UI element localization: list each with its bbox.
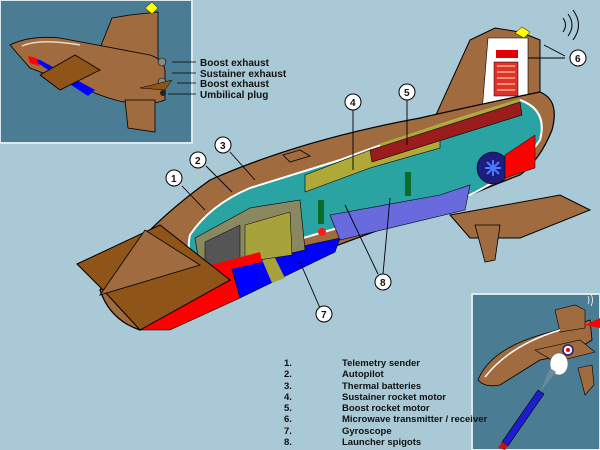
legend-row: 6.Microwave transmitter / receiver <box>284 414 488 426</box>
callout-leaders <box>181 44 566 309</box>
svg-text:5: 5 <box>404 88 410 99</box>
svg-text:1: 1 <box>171 174 177 185</box>
callout-2: 2 <box>189 151 207 169</box>
callout-5: 5 <box>398 83 416 101</box>
svg-text:8: 8 <box>380 278 386 289</box>
callout-4: 4 <box>344 93 362 111</box>
callout-6: 6 <box>569 49 587 67</box>
legend-row: 8.Launcher spigots <box>284 437 422 449</box>
legend-row: 4.Sustainer rocket motor <box>284 391 446 403</box>
parts-legend: 1.Telemetry sender 2.Autopilot 3.Thermal… <box>284 358 487 448</box>
missile-cutaway <box>76 26 592 331</box>
label-sustainer-exhaust: Sustainer exhaust <box>200 69 287 80</box>
legend-row: 5.Boost rocket motor <box>284 403 430 415</box>
label-boost-exhaust-2: Boost exhaust <box>200 79 270 90</box>
svg-text:6: 6 <box>575 54 581 65</box>
radio-waves-icon <box>562 9 579 41</box>
inset-rear-view: Boost exhaust Sustainer exhaust Boost ex… <box>0 0 287 144</box>
svg-text:4: 4 <box>350 98 356 109</box>
missile-rear-view <box>9 1 173 133</box>
callout-1: 1 <box>165 169 183 187</box>
callout-3: 3 <box>214 136 232 154</box>
inset-launch-view <box>471 293 600 450</box>
svg-text:2: 2 <box>195 156 201 167</box>
legend-row: 2.Autopilot <box>284 369 384 381</box>
callout-8: 8 <box>374 273 392 291</box>
svg-text:7: 7 <box>321 310 327 321</box>
legend-row: 1.Telemetry sender <box>284 358 420 369</box>
label-umbilical-plug: Umbilical plug <box>200 90 268 101</box>
svg-text:3: 3 <box>220 141 226 152</box>
callout-7: 7 <box>315 305 333 323</box>
legend-row: 7.Gyroscope <box>284 425 392 437</box>
label-boost-exhaust-1: Boost exhaust <box>200 58 270 69</box>
radio-waves-icon <box>587 293 593 307</box>
legend-row: 3.Thermal batteries <box>284 380 422 392</box>
